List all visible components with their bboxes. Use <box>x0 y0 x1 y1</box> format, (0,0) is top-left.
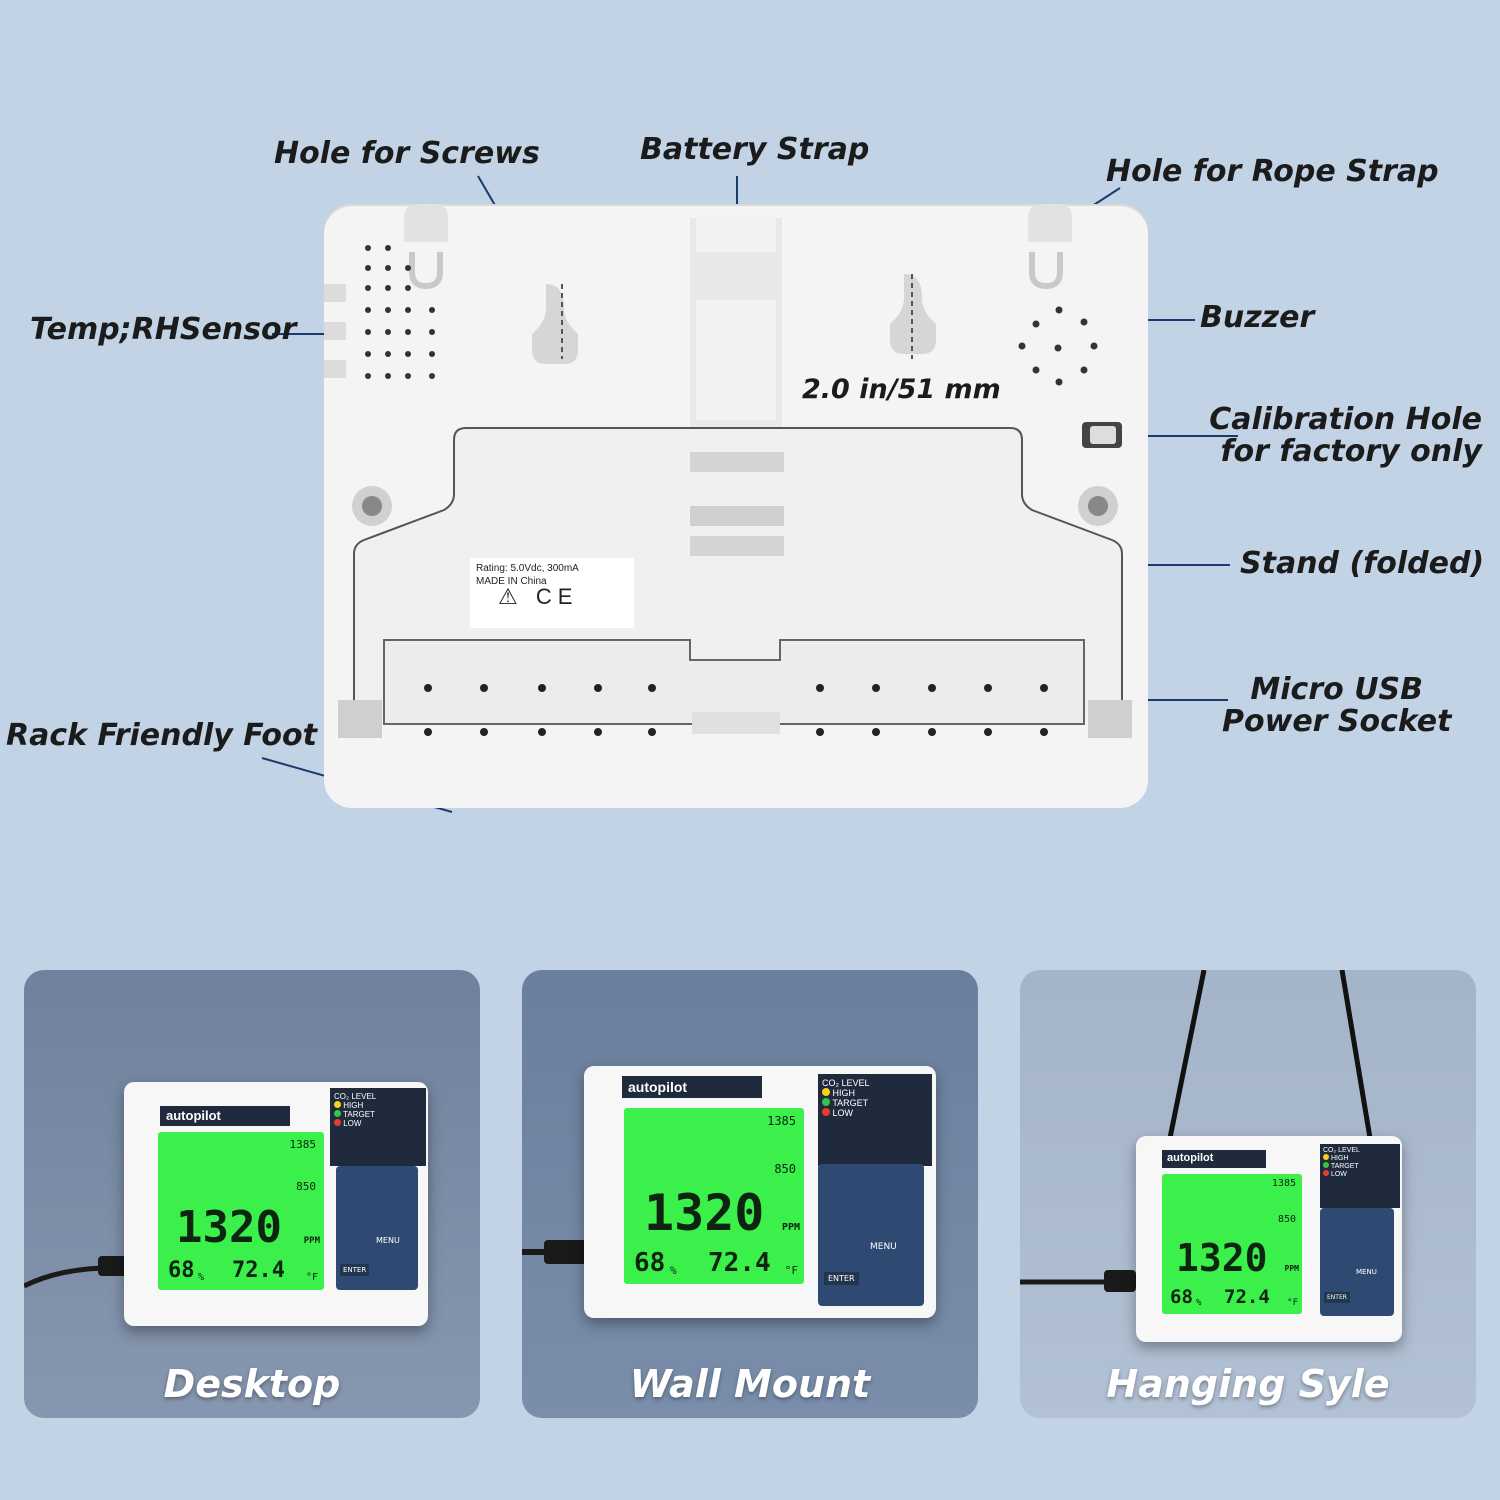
control-panel: MENU ENTER <box>818 1164 924 1306</box>
panel-desktop: autopilot CO₂ LEVEL HIGH TARGET LOW 1385… <box>24 970 480 1418</box>
usb-cable <box>522 1240 590 1264</box>
panel-caption-desktop: Desktop <box>163 1362 341 1406</box>
enter-button: ENTER <box>824 1272 859 1285</box>
co2-unit: PPM <box>781 1222 800 1233</box>
certification-symbols: ⚠ CE <box>498 584 579 609</box>
rh-unit: % <box>1196 1298 1202 1308</box>
avg-lo-value: 850 <box>774 1162 796 1176</box>
micro-usb-line-2: Power Socket <box>1222 704 1452 739</box>
legend-low: LOW <box>832 1108 854 1118</box>
low-dot <box>334 1119 341 1126</box>
calibration-line-2: for factory only <box>1220 434 1482 469</box>
avg-hi-value: 1385 <box>767 1114 796 1128</box>
callout-micro-usb: Micro USB Power Socket <box>1222 674 1451 738</box>
enter-button: ENTER <box>340 1264 370 1276</box>
panel-caption-hanging: Hanging Syle <box>1106 1362 1390 1406</box>
lcd-screen: 1385 850 1320 PPM 68 % 72.4 °F <box>1162 1174 1302 1314</box>
panel-wall-mount: autopilot CO₂ LEVEL HIGH TARGET LOW 1385… <box>522 970 978 1418</box>
avg-hi-value: 1385 <box>1271 1178 1296 1189</box>
legend-high: HIGH <box>343 1101 364 1110</box>
brand-logo: autopilot <box>160 1106 290 1126</box>
legend-title: CO₂ LEVEL <box>334 1092 377 1101</box>
temp-value: 72.4 <box>1224 1286 1270 1308</box>
low-dot <box>1323 1170 1329 1176</box>
panel-caption-wall-mount: Wall Mount <box>629 1362 871 1406</box>
callout-calibration-hole: Calibration Hole for factory only <box>1209 404 1482 468</box>
co2-unit: PPM <box>303 1236 320 1246</box>
target-dot <box>1323 1162 1329 1168</box>
callout-stand-folded: Stand (folded) <box>1240 546 1485 581</box>
callout-hole-for-rope-strap: Hole for Rope Strap <box>1106 154 1439 189</box>
device-back-view: Rating: 5.0Vdc, 300mA MADE IN China ⚠ CE… <box>324 204 1148 808</box>
calibration-line-1: Calibration Hole <box>1209 402 1482 437</box>
legend-target: TARGET <box>1330 1163 1359 1170</box>
rating-label: Rating: 5.0Vdc, 300mA MADE IN China ⚠ CE <box>470 558 634 628</box>
callout-battery-strap: Battery Strap <box>640 132 870 167</box>
temp-value: 72.4 <box>232 1258 285 1283</box>
menu-label: MENU <box>376 1236 400 1245</box>
menu-label: MENU <box>1356 1268 1377 1276</box>
enter-button: ENTER <box>1324 1292 1350 1303</box>
lcd-screen: 1385 850 1320 PPM 68 % 72.4 °F <box>158 1132 324 1290</box>
callout-hole-for-screws: Hole for Screws <box>274 136 540 171</box>
avg-lo-value: 850 <box>296 1180 316 1193</box>
temp-value: 72.4 <box>708 1248 771 1278</box>
co2-level-legend: CO₂ LEVEL HIGH TARGET LOW <box>1320 1144 1400 1208</box>
co2-level-legend: CO₂ LEVEL HIGH TARGET LOW <box>330 1088 426 1166</box>
rh-value: 68 <box>634 1248 666 1278</box>
rh-unit: % <box>670 1264 677 1277</box>
callout-temp-rh-sensor: Temp;RHSensor <box>30 312 297 347</box>
high-dot <box>334 1101 341 1108</box>
temp-unit: °F <box>1287 1298 1298 1308</box>
legend-title: CO₂ LEVEL <box>1323 1147 1360 1154</box>
origin-line: MADE IN China <box>476 576 547 587</box>
co2-value: 1320 <box>176 1202 282 1253</box>
rope-and-cable <box>1020 970 1373 1292</box>
monitor-hanging: autopilot CO₂ LEVEL HIGH TARGET LOW 1385… <box>1136 1136 1402 1342</box>
temp-unit: °F <box>784 1264 798 1277</box>
legend-target: TARGET <box>832 1098 869 1108</box>
monitor-desktop: autopilot CO₂ LEVEL HIGH TARGET LOW 1385… <box>124 1082 428 1326</box>
co2-value: 1320 <box>644 1184 765 1242</box>
avg-lo-value: 850 <box>1277 1214 1296 1225</box>
legend-high: HIGH <box>1330 1155 1349 1162</box>
rh-value: 68 <box>1170 1286 1193 1308</box>
lcd-screen: 1385 850 1320 PPM 68 % 72.4 °F <box>624 1108 804 1284</box>
co2-value: 1320 <box>1176 1236 1268 1280</box>
menu-label: MENU <box>870 1242 897 1252</box>
legend-target: TARGET <box>343 1110 375 1119</box>
high-dot <box>822 1088 830 1096</box>
callout-buzzer: Buzzer <box>1200 300 1315 335</box>
co2-level-legend: CO₂ LEVEL HIGH TARGET LOW <box>818 1074 932 1166</box>
callout-rack-friendly-foot: Rack Friendly Foot <box>6 718 317 753</box>
temp-unit: °F <box>305 1272 318 1283</box>
usb-cable <box>24 1256 132 1289</box>
rh-value: 68 <box>168 1258 195 1283</box>
legend-high: HIGH <box>832 1088 856 1098</box>
control-panel: MENU ENTER <box>1320 1208 1394 1316</box>
rating-line: Rating: 5.0Vdc, 300mA <box>476 563 579 574</box>
monitor-wall: autopilot CO₂ LEVEL HIGH TARGET LOW 1385… <box>584 1066 936 1318</box>
brand-logo: autopilot <box>1162 1150 1266 1168</box>
low-dot <box>822 1108 830 1116</box>
device-back-illustration <box>324 204 1132 738</box>
legend-low: LOW <box>1330 1171 1347 1178</box>
target-dot <box>334 1110 341 1117</box>
target-dot <box>822 1098 830 1106</box>
dimension-label: 2.0 in/51 mm <box>802 374 1001 405</box>
panel-hanging: autopilot CO₂ LEVEL HIGH TARGET LOW 1385… <box>1020 970 1476 1418</box>
legend-low: LOW <box>343 1119 362 1128</box>
micro-usb-line-1: Micro USB <box>1250 672 1424 707</box>
control-panel: MENU ENTER <box>336 1166 418 1290</box>
co2-unit: PPM <box>1284 1264 1299 1273</box>
brand-logo: autopilot <box>622 1076 762 1098</box>
high-dot <box>1323 1154 1329 1160</box>
legend-title: CO₂ LEVEL <box>822 1078 870 1088</box>
avg-hi-value: 1385 <box>289 1138 317 1151</box>
rh-unit: % <box>198 1272 205 1283</box>
